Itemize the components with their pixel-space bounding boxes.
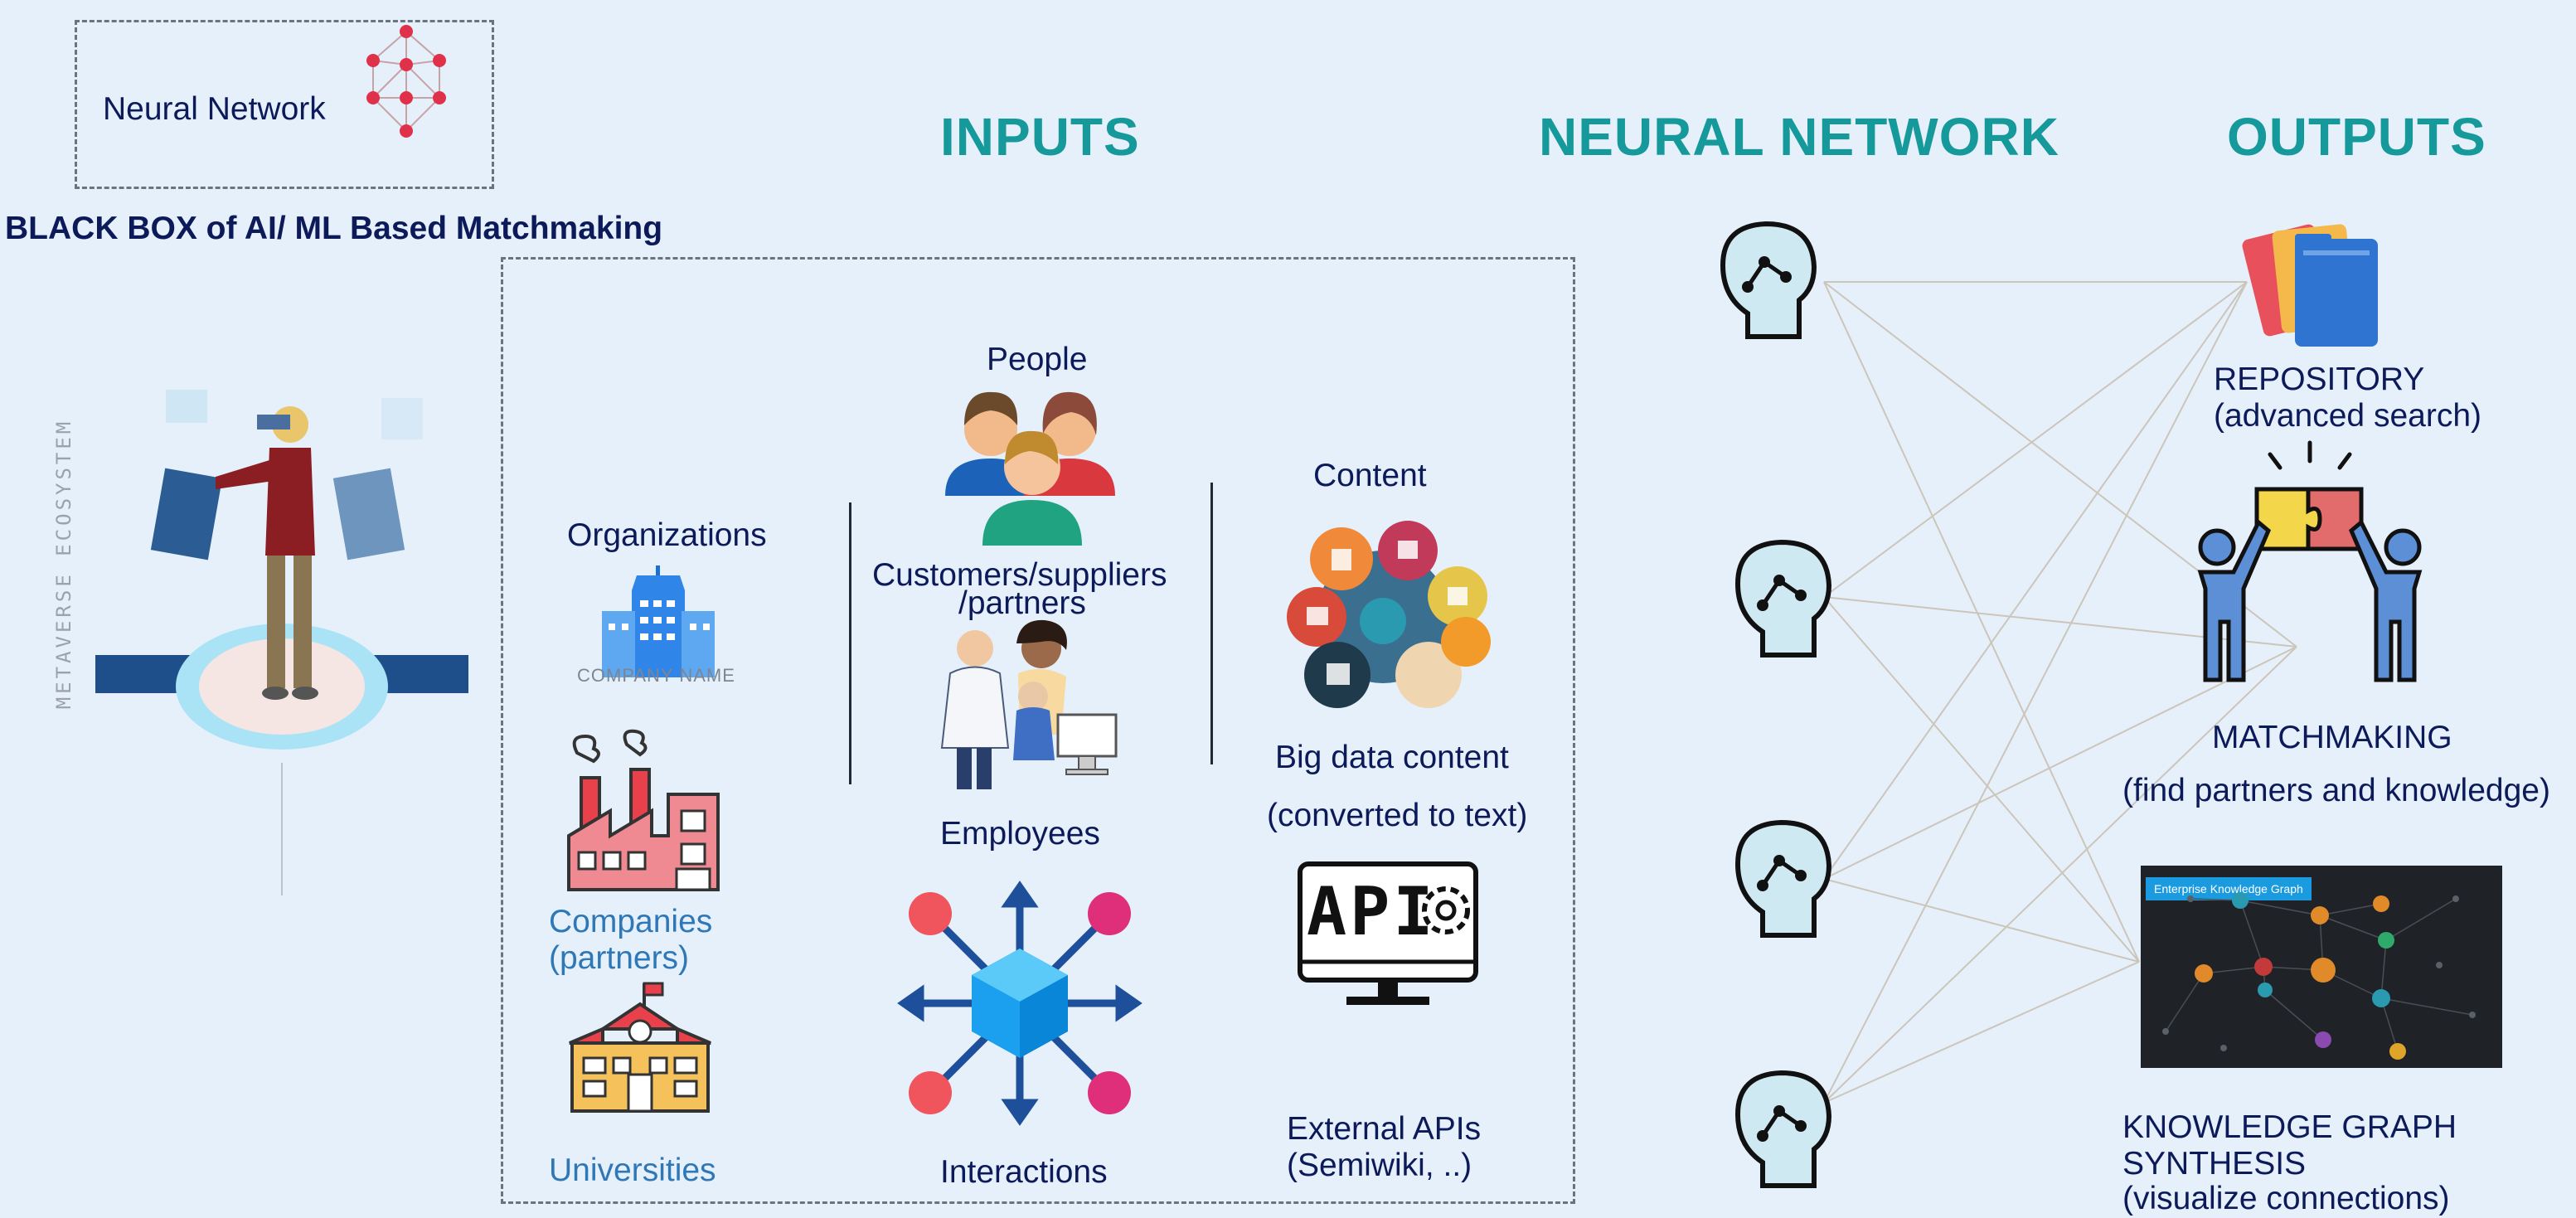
knowledge-graph-label-3: (visualize connections) (2122, 1181, 2450, 1216)
heading-neural-network: NEURAL NETWORK (1539, 107, 2059, 167)
customers-label-2: /partners (958, 585, 1086, 621)
knowledge-graph-label-1: KNOWLEDGE GRAPH (2122, 1109, 2457, 1145)
knowledge-graph-label-2: SYNTHESIS (2122, 1146, 2307, 1182)
university-icon (569, 982, 711, 1113)
heading-outputs: OUTPUTS (2227, 107, 2486, 167)
customers-label-1: Customers/suppliers (872, 557, 1167, 593)
external-apis-label-2: (Semiwiki, ..) (1287, 1148, 1472, 1183)
ai-head-icon (1734, 539, 1832, 658)
heading-inputs: INPUTS (940, 107, 1140, 167)
black-box-container (501, 257, 1575, 1204)
api-screen-text: API (1307, 873, 1437, 950)
employees-label: Employees (940, 816, 1100, 852)
legend-box (75, 20, 494, 189)
black-box-title: BLACK BOX of AI/ ML Based Matchmaking (5, 211, 663, 246)
big-data-label-1: Big data content (1275, 740, 1509, 775)
factory-icon (567, 729, 720, 891)
legend-label: Neural Network (103, 91, 326, 127)
employees-illustration (940, 619, 1118, 789)
repository-label-2: (advanced search) (2214, 398, 2482, 434)
folders-icon (2242, 224, 2378, 347)
companies-label-1: Companies (549, 904, 713, 939)
knowledge-graph-panel: Enterprise Knowledge Graph (2141, 866, 2502, 1068)
ai-head-icon (1734, 819, 1832, 938)
company-logo-text: COMPANY NAME (577, 665, 735, 686)
knowledge-graph-network (2162, 892, 2476, 1060)
ai-head-icon (1720, 221, 1817, 339)
universities-label: Universities (549, 1152, 716, 1188)
people-label: People (987, 342, 1088, 377)
matchmaking-label-1: MATCHMAKING (2212, 720, 2452, 755)
interactions-label: Interactions (940, 1154, 1108, 1190)
interactions-icon (897, 881, 1142, 1126)
repository-label-1: REPOSITORY (2214, 362, 2425, 397)
knowledge-graph-panel-title: Enterprise Knowledge Graph (2146, 877, 2312, 900)
people-group-icon (945, 391, 1115, 546)
content-label: Content (1313, 458, 1427, 493)
matchmaking-label-2: (find partners and knowledge) (2122, 773, 2550, 808)
organizations-label: Organizations (567, 517, 767, 553)
external-apis-label-1: External APIs (1287, 1111, 1482, 1147)
ai-head-icon (1734, 1070, 1832, 1188)
company-building-icon (602, 565, 715, 677)
matchmaking-puzzle-icon (2197, 440, 2423, 682)
api-monitor-icon (1298, 861, 1478, 1005)
big-data-label-2: (converted to text) (1267, 798, 1528, 833)
divider (1210, 483, 1213, 764)
divider (849, 502, 851, 784)
neural-network-icon (366, 25, 446, 138)
vr-person-illustration (95, 390, 468, 895)
content-bubbles-icon (1287, 521, 1491, 708)
companies-label-2: (partners) (549, 940, 690, 976)
